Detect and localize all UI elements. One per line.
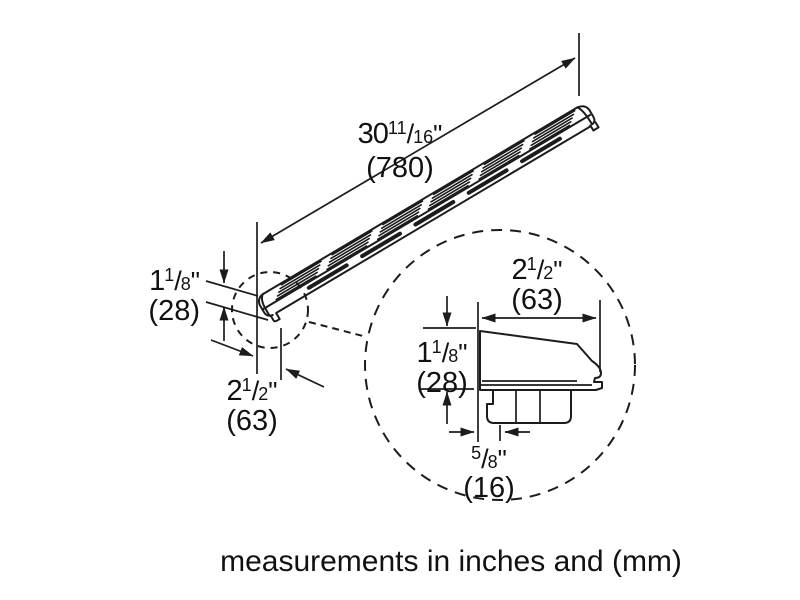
detail-height-label: 11/8" (28) (382, 334, 502, 399)
overall-length-label: 3011/16" (780) (310, 113, 490, 184)
end-height-mm: (28) (148, 295, 200, 327)
source-callout-circle (231, 271, 309, 349)
callout-leader-line (308, 321, 364, 337)
detail-inset-mm: (16) (463, 472, 515, 504)
strip-left-hook (269, 312, 281, 323)
end-depth-inches: 21/2" (226, 375, 278, 407)
units-caption: measurements in inches and (mm) (220, 545, 682, 578)
extension-line-top (205, 280, 259, 297)
end-height-label: 11/8" (28) (60, 262, 200, 327)
dimension-detail-inset (449, 425, 530, 441)
detail-inset-inches: 5/8" (471, 443, 507, 474)
end-depth-label: 21/2" (63) (192, 372, 312, 437)
mounting-bracket (486, 390, 572, 424)
overall-length-mm: (780) (366, 152, 434, 184)
extension-line-bottom (205, 301, 269, 321)
detail-callout-circle (364, 229, 636, 501)
bracket-ribs (515, 390, 541, 423)
dimension-detail-depth (477, 300, 601, 442)
detail-height-mm: (28) (416, 367, 468, 399)
end-depth-mm: (63) (226, 405, 278, 437)
cross-section-profile (479, 330, 603, 424)
overall-length-inches: 3011/16" (357, 118, 443, 150)
detail-inset-label: 5/8" (16) (429, 440, 549, 504)
profile-top-body (479, 330, 603, 391)
arrow-left (210, 339, 254, 357)
arrow-right (285, 368, 325, 388)
strip-right-hook (589, 121, 600, 132)
end-height-inches: 11/8" (149, 265, 200, 297)
detail-depth-mm: (63) (511, 284, 563, 316)
detail-depth-inches: 21/2" (511, 254, 563, 286)
strip-right-cap (576, 105, 596, 126)
dimension-end-height (205, 251, 269, 341)
dimension-overall-length (256, 33, 580, 374)
dimension-detail-height (421, 296, 476, 424)
detail-height-inches: 11/8" (416, 337, 468, 369)
dim-line-diagonal (260, 57, 576, 244)
profile-ledge-lines (480, 380, 592, 386)
dimension-end-depth (210, 328, 325, 388)
strip-left-cap (257, 293, 274, 317)
detail-depth-label: 21/2" (63) (477, 251, 597, 316)
